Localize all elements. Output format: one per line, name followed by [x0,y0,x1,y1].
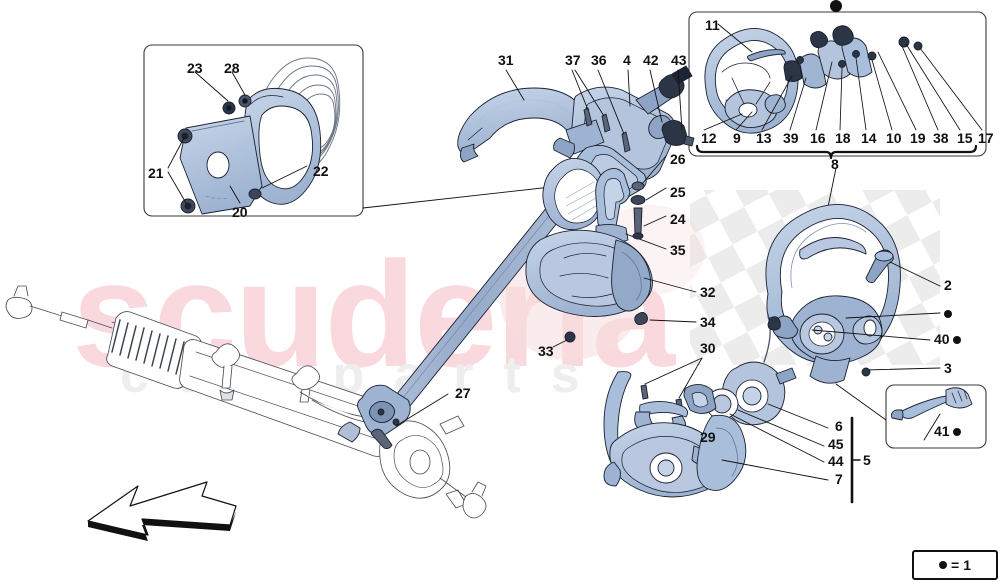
callout-19: 19 [910,130,926,146]
lower-column-housing-7 [603,414,747,498]
inset-steering-wheel [704,28,799,134]
callout-13: 13 [756,130,772,146]
callout-45: 45 [828,436,844,452]
callout-25: 25 [670,184,686,200]
callout-bracket-8: 8 [831,156,839,172]
callout-39: 39 [783,130,799,146]
fastener-2 [865,249,894,283]
callout-29: 29 [700,429,716,445]
steering-rack [5,285,487,519]
fastener-27 [370,428,393,450]
callout-6: 6 [835,418,843,434]
callout-14: 14 [861,130,877,146]
callout-36: 36 [591,52,607,68]
clock-spring-assembly [683,313,797,426]
direction-arrow [87,481,237,541]
callout-34: 34 [700,314,716,330]
left-inset-frame [143,44,364,217]
callout-21: 21 [148,165,164,181]
callout-bracket-5: 5 [863,452,871,468]
callout-38: 38 [933,130,949,146]
legend-quantity-key: = 1 [912,550,998,580]
callout-26: 26 [670,151,686,167]
callout-wheel-dot [944,306,952,320]
fastener-22-lower [248,188,262,200]
gasket-ring-22 [243,87,322,205]
callout-2: 2 [944,277,952,293]
quantity-dot [944,310,952,319]
callout-15: 15 [957,130,973,146]
callout-33: 33 [538,343,554,359]
callout-23: 23 [187,60,203,76]
callout-28: 28 [224,60,240,76]
callout-35: 35 [670,242,686,258]
fastener-28 [238,94,252,108]
callout-40: 40 [934,332,961,346]
bracket-8 [695,144,978,154]
inset-top-dot [830,0,842,12]
callout-20: 20 [232,204,248,220]
callout-40-label: 40 [934,331,950,347]
callout-24: 24 [670,211,686,227]
callout-9: 9 [733,130,741,146]
callout-17: 17 [978,130,994,146]
legend-dot-icon [939,561,947,569]
callout-16: 16 [810,130,826,146]
callout-11: 11 [705,17,720,33]
connector-inset-frame [885,384,987,449]
callout-32: 32 [700,284,716,300]
callout-3: 3 [944,360,952,376]
steering-wheel-main [765,204,901,384]
callout-22: 22 [313,163,329,179]
inset-switch-modules [783,25,923,89]
quantity-dot [952,428,961,437]
quantity-dot [952,336,961,345]
fastener-stack [630,181,646,240]
callout-10: 10 [886,130,902,146]
fastener-21-upper [177,128,193,144]
mounting-plate-20 [179,115,263,215]
column-trim-cover-31 [457,87,591,163]
callout-12: 12 [701,130,717,146]
support-bracket-35 [595,168,631,243]
callout-7: 7 [835,471,843,487]
callout-30: 30 [700,340,716,356]
fastener-23 [222,101,236,115]
callout-27: 27 [455,385,471,401]
connector-cable-41 [891,387,973,421]
fastener-21-lower [180,198,196,214]
callout-44: 44 [828,453,844,469]
callout-4: 4 [623,52,631,68]
callout-31: 31 [498,52,514,68]
top-right-inset-frame [688,11,987,157]
callout-37: 37 [565,52,581,68]
callout-42: 42 [643,52,659,68]
legend-equals: = [951,557,960,573]
callout-43: 43 [671,52,687,68]
inset-trim-strip-11 [746,49,786,62]
lower-shroud-32 [525,229,653,326]
callout-18: 18 [835,130,851,146]
column-boot-seal [542,157,605,231]
legend-value: 1 [963,557,971,573]
callout-41-label: 41 [934,423,950,439]
callout-41: 41 [934,424,961,438]
